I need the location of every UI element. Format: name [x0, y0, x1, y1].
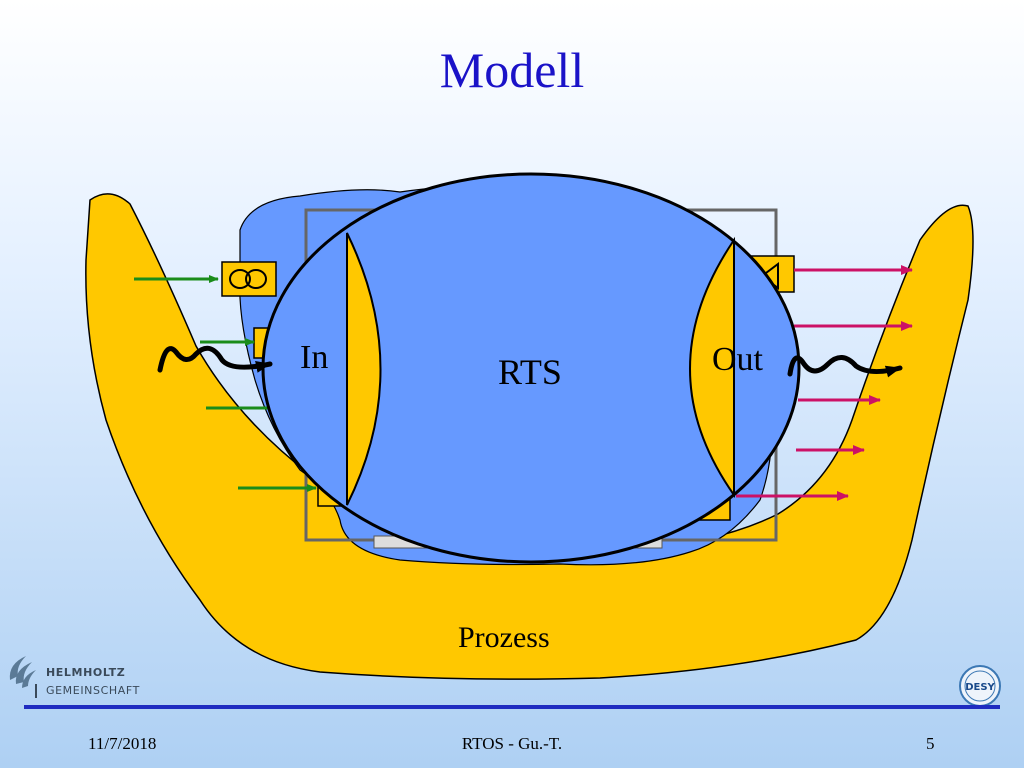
in-label: In	[300, 339, 328, 376]
footer-date: 11/7/2018	[88, 734, 157, 753]
rts-label: RTS	[498, 352, 562, 392]
helmholtz-logo-line2: GEMEINSCHAFT	[46, 684, 140, 697]
output-signal-squiggle	[787, 355, 903, 378]
sensor-coil-icon	[229, 269, 251, 289]
page-number: 5	[926, 734, 935, 753]
desy-logo-text: DESY	[965, 682, 995, 693]
input-signal-squiggle	[157, 345, 273, 373]
out-interface-lens	[689, 236, 735, 499]
footer-center-text: RTOS - Gu.-T.	[461, 734, 563, 753]
footer-rule	[24, 705, 1000, 709]
in-interface-lens	[346, 232, 382, 506]
slide-title: Modell	[439, 42, 585, 98]
helmholtz-leaf-icon	[9, 656, 37, 698]
desy-logo: DESY	[959, 665, 1001, 707]
out-label: Out	[712, 341, 764, 378]
sensor-coil-icon	[245, 269, 267, 289]
helmholtz-logo-line1: HELMHOLTZ	[46, 666, 126, 679]
helmholtz-logo: HELMHOLTZ GEMEINSCHAFT	[6, 654, 146, 704]
process-label: Prozess	[458, 621, 550, 654]
